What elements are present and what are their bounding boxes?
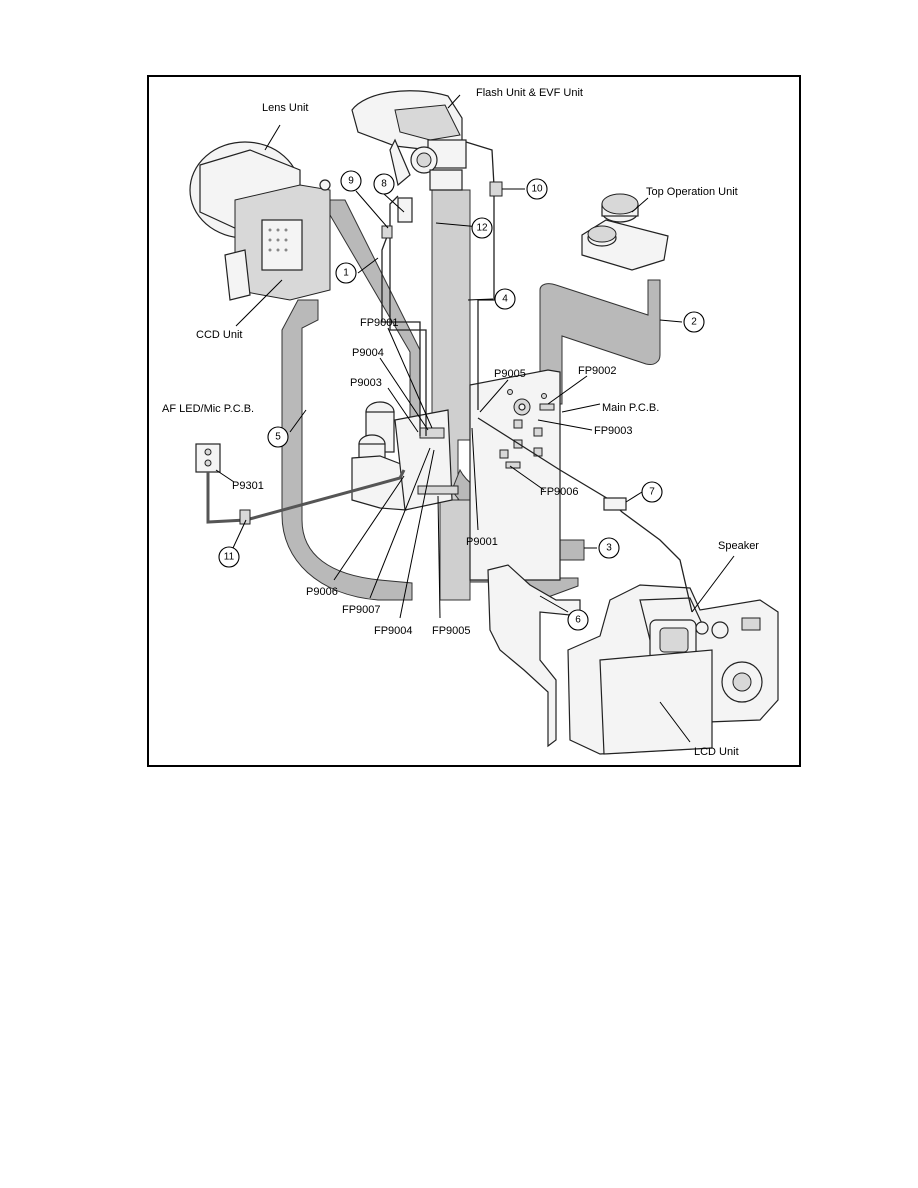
callout-1: 1 bbox=[335, 262, 357, 284]
connector-9-block bbox=[381, 225, 393, 239]
callout-12: 12 bbox=[471, 217, 493, 239]
wire-10 bbox=[465, 141, 495, 410]
lcd-frame bbox=[487, 564, 581, 748]
label-lcd-unit: LCD Unit bbox=[694, 746, 739, 758]
label-fp9001: FP9001 bbox=[360, 317, 399, 329]
svg-text:7: 7 bbox=[649, 487, 655, 498]
flex-cable-2 bbox=[539, 279, 661, 405]
callout-9: 9 bbox=[340, 170, 362, 192]
label-p9006: P9006 bbox=[306, 586, 338, 598]
svg-text:6: 6 bbox=[575, 615, 581, 626]
label-fp9004: FP9004 bbox=[374, 625, 413, 637]
svg-text:2: 2 bbox=[691, 317, 697, 328]
camera-rear-body bbox=[567, 584, 779, 755]
label-lens-unit: Lens Unit bbox=[262, 102, 308, 114]
label-fp9007: FP9007 bbox=[342, 604, 381, 616]
callout-5: 5 bbox=[267, 426, 289, 448]
connector-11-block bbox=[239, 509, 251, 525]
label-top-operation-unit: Top Operation Unit bbox=[646, 186, 738, 198]
svg-text:5: 5 bbox=[275, 432, 281, 443]
connector-7-block bbox=[603, 497, 627, 511]
svg-text:3: 3 bbox=[606, 543, 612, 554]
svg-text:10: 10 bbox=[531, 184, 543, 195]
callout-8: 8 bbox=[373, 173, 395, 195]
callout-11: 11 bbox=[218, 546, 240, 568]
label-fp9005: FP9005 bbox=[432, 625, 471, 637]
wire-7 bbox=[477, 417, 693, 613]
flex-cable-5 bbox=[281, 299, 413, 601]
label-p9005: P9005 bbox=[494, 368, 526, 380]
wire-9 bbox=[381, 233, 421, 436]
label-p9003: P9003 bbox=[350, 377, 382, 389]
label-fp9002: FP9002 bbox=[578, 365, 617, 377]
callout-7: 7 bbox=[641, 481, 663, 503]
connector-10-block bbox=[489, 181, 503, 197]
main-pcb bbox=[469, 369, 561, 581]
label-af-led-mic-pcb: AF LED/Mic P.C.B. bbox=[162, 403, 254, 415]
label-p9004: P9004 bbox=[352, 347, 384, 359]
flex-cable-lower bbox=[439, 499, 471, 601]
label-fp9006: FP9006 bbox=[540, 486, 579, 498]
callout-6: 6 bbox=[567, 609, 589, 631]
battery-holder bbox=[351, 401, 459, 511]
label-fp9003: FP9003 bbox=[594, 425, 633, 437]
label-main-pcb: Main P.C.B. bbox=[602, 402, 659, 414]
af-led-mic-pcb bbox=[195, 443, 221, 473]
callout-3: 3 bbox=[598, 537, 620, 559]
top-operation-unit bbox=[581, 193, 669, 271]
callout-4: 4 bbox=[494, 288, 516, 310]
label-ccd-unit: CCD Unit bbox=[196, 329, 242, 341]
label-flash-evf-unit: Flash Unit & EVF Unit bbox=[476, 87, 583, 99]
svg-text:8: 8 bbox=[381, 179, 387, 190]
label-p9001: P9001 bbox=[466, 536, 498, 548]
callout-10: 10 bbox=[526, 178, 548, 200]
callout-2: 2 bbox=[683, 311, 705, 333]
lens-unit bbox=[189, 141, 331, 301]
leader-lines bbox=[215, 94, 735, 743]
svg-text:1: 1 bbox=[343, 268, 349, 279]
flash-evf-unit bbox=[351, 90, 467, 191]
svg-text:12: 12 bbox=[476, 223, 488, 234]
svg-text:4: 4 bbox=[502, 294, 508, 305]
label-speaker: Speaker bbox=[718, 540, 759, 552]
connector-8-block bbox=[397, 197, 413, 223]
label-p9301: P9301 bbox=[232, 480, 264, 492]
svg-text:11: 11 bbox=[224, 552, 235, 563]
svg-text:9: 9 bbox=[348, 176, 354, 187]
